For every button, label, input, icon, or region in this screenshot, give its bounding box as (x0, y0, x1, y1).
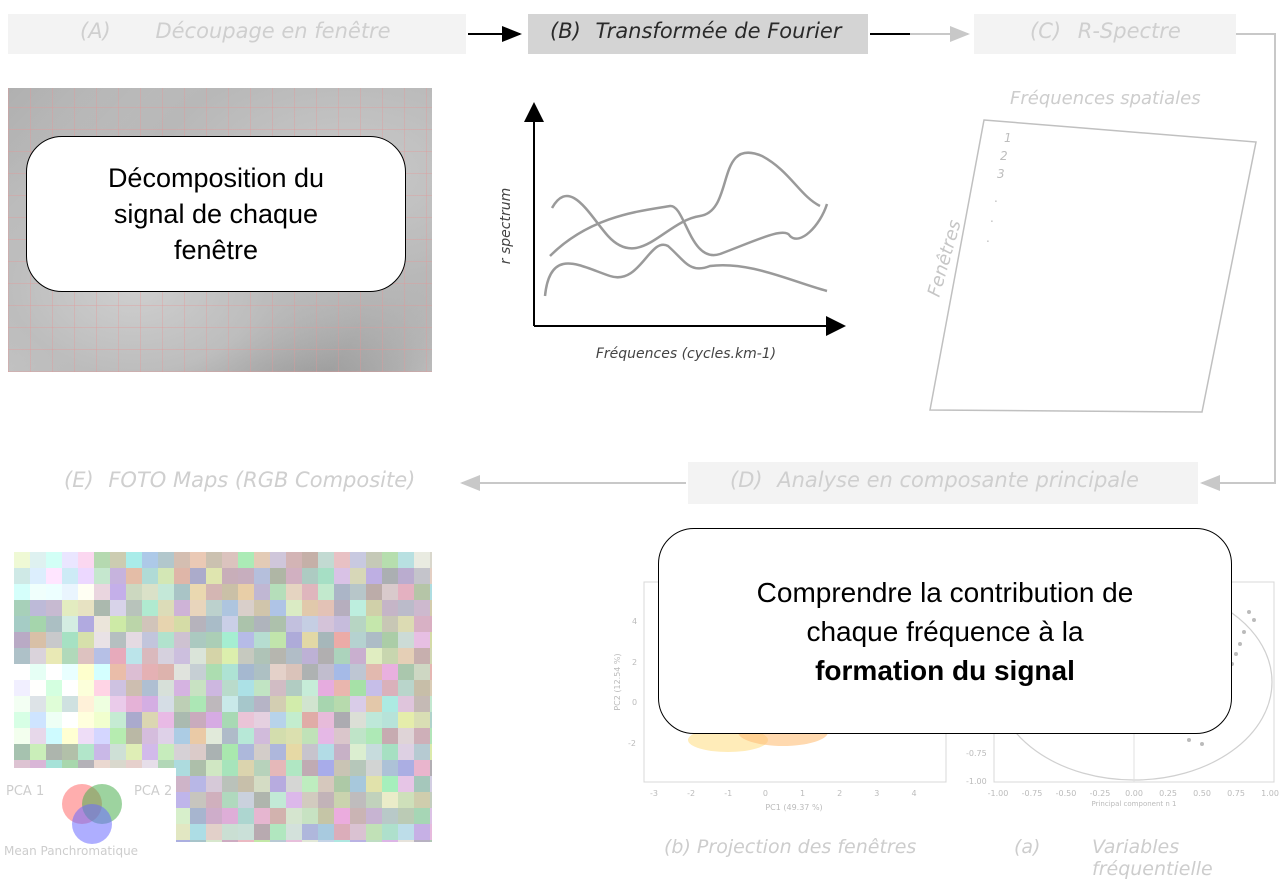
callout-decomposition-line-2: signal de chaque (113, 199, 319, 229)
fourier-ylabel: r spectrum (498, 188, 514, 264)
step-e-label: (E) FOTO Maps (RGB Composite) (64, 464, 464, 504)
callout-contribution-line-2: chaque fréquence à la (806, 615, 1084, 647)
right-xticks-label: 0.75 (1227, 789, 1245, 798)
step-a-label: (A) Découpage en fenêtre (8, 14, 466, 54)
legend-pca2: PCA 2 (134, 784, 173, 799)
step-c-id: (C) (1030, 19, 1062, 43)
rspectre-parallelogram (929, 119, 1257, 413)
callout-contribution-line-1: Comprendre la contribution de (756, 576, 1134, 608)
legend-mean: Mean Panchromatique (4, 844, 139, 858)
fourier-curve-2 (549, 203, 829, 257)
right-xticks-label: -0.75 (1022, 789, 1043, 798)
fourier-curve-3 (543, 243, 828, 297)
right-xticks-label: 0.25 (1159, 789, 1177, 798)
step-a-text: Découpage en fenêtre (155, 19, 391, 43)
callout-decomposition: Décomposition du signal de chaque fenêtr… (26, 136, 406, 292)
callout-contribution-line-3: formation du signal (815, 654, 1075, 686)
rspectre-index-1: 1 (1004, 131, 1012, 145)
left-xticks-label: 0 (763, 789, 768, 798)
right-xticks-label: 1.00 (1261, 789, 1279, 798)
foto-rgb-map (14, 552, 432, 842)
step-b-label: (B) Transformée de Fourier (528, 14, 868, 54)
left-xticks-label: 3 (874, 789, 879, 798)
left-xticks-label: -1 (724, 789, 732, 798)
pca-left-ytick-3: -2 (628, 739, 636, 748)
left-xticks-label: 2 (837, 789, 842, 798)
projection-caption: (b) Projection des fenêtres (664, 836, 917, 858)
rspectre-index-2: 2 (1000, 149, 1008, 163)
left-xticks-label: -3 (650, 789, 658, 798)
pca-left-ytick-0: 4 (632, 617, 637, 626)
callout-decomposition-line-3: fenêtre (173, 235, 259, 265)
step-e-text: FOTO Maps (RGB Composite) (108, 468, 416, 492)
rspectre-index-4: . (994, 191, 998, 205)
step-b-id: (B) (550, 19, 581, 43)
venn-diagram-icon (62, 784, 122, 844)
fourier-xlabel: Fréquences (cycles.km-1) (596, 346, 776, 362)
right-xticks-label: 0.00 (1125, 789, 1143, 798)
fourier-curve-1 (550, 151, 821, 250)
step-c-text: R-Spectre (1077, 19, 1181, 43)
right-xticks-label: -1.00 (988, 789, 1009, 798)
step-a-id: (A) (80, 19, 111, 43)
pca-right-ytick-0: -0.75 (966, 749, 987, 758)
variables-caption: Variables fréquentielle (1092, 836, 1213, 880)
right-xticks-label: -0.25 (1090, 789, 1111, 798)
pca-principal-label: Principal component n 1 (1092, 800, 1177, 808)
left-xticks-label: 4 (911, 789, 916, 798)
step-b-text: Transformée de Fourier (595, 19, 842, 43)
fourier-spectrum-plot: r spectrum Fréquences (cycles.km-1) (498, 102, 846, 362)
left-xticks-label: 1 (800, 789, 805, 798)
pca-pc2-label: PC2 (12.54 %) (613, 653, 622, 710)
arrow-c-to-d (1200, 33, 1276, 491)
rspectre-index-6: . (986, 231, 990, 245)
step-e-id: (E) (64, 468, 94, 492)
rspectre-top-label: Fréquences spatiales (1010, 88, 1201, 109)
pca-variable-points (1187, 610, 1256, 746)
pca-right-xticks: -1.00 -0.75 -0.50 -0.25 0.00 0.25 0.50 0.75 1.00 (988, 789, 1279, 798)
left-xticks-label: -2 (687, 789, 695, 798)
variables-caption-id: (a) (1014, 836, 1041, 858)
callout-contribution: Comprendre la contribution de chaque fré… (658, 528, 1232, 734)
step-d-text: Analyse en composante principale (777, 468, 1139, 492)
pca-right-ytick-1: -1.00 (966, 777, 987, 786)
foto-mosaic-grid (14, 552, 432, 842)
rspectre-index-5: . (990, 211, 994, 225)
step-d-id: (D) (730, 468, 763, 492)
step-d-label: (D) Analyse en composante principale (688, 462, 1198, 504)
callout-decomposition-line-1: Décomposition du (107, 163, 325, 193)
right-xticks-label: 0.50 (1193, 789, 1211, 798)
foto-legend: PCA 1 PCA 2 Mean Panchromatique (0, 768, 176, 867)
legend-pca1: PCA 1 (6, 784, 45, 799)
pca-left-ytick-2: 0 (632, 698, 637, 707)
rspectre-matrix: 1 2 3 . . . Fenêtres (924, 119, 1257, 413)
pca-left-ytick-1: 2 (632, 658, 637, 667)
step-c-label: (C) R-Spectre (974, 14, 1236, 54)
pca-left-xticks: -3 -2 -1 0 1 2 3 4 (650, 789, 917, 798)
pca-pc1-label: PC1 (49.37 %) (765, 803, 822, 812)
right-xticks-label: -0.50 (1056, 789, 1077, 798)
rspectre-index-3: 3 (997, 167, 1005, 181)
